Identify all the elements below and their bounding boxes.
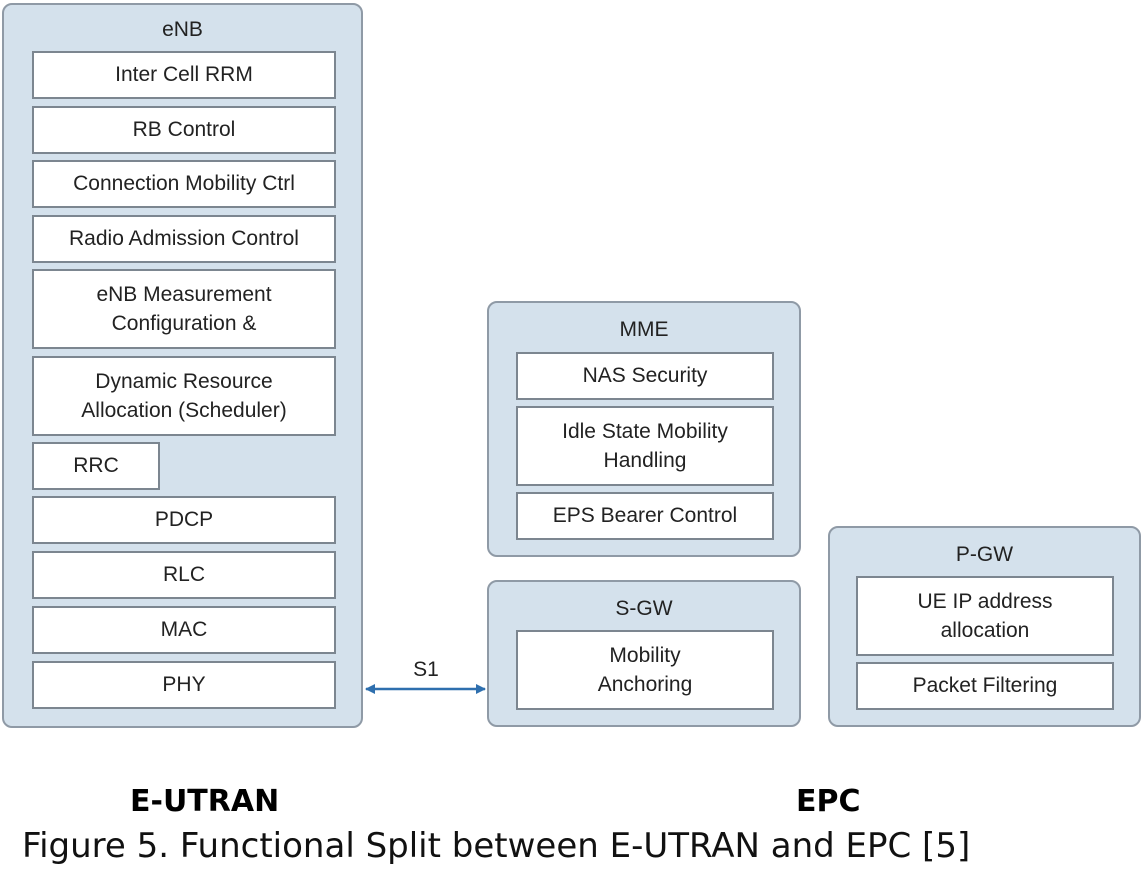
pgw-function-ue-ip-allocation: UE IP address allocation [856, 576, 1114, 656]
sgw-title: S-GW [615, 597, 673, 620]
enb-function-inter-cell-rrm: Inter Cell RRM [32, 51, 336, 99]
sgw-function-mobility-anchoring: Mobility Anchoring [516, 630, 774, 710]
sgw-panel: S-GW Mobility Anchoring [487, 580, 801, 727]
figure-caption: Figure 5. Functional Split between E-UTR… [22, 826, 971, 866]
pgw-function-packet-filtering: Packet Filtering [856, 662, 1114, 710]
mme-function-idle-state-mobility: Idle State Mobility Handling [516, 406, 774, 486]
enb-function-rlc: RLC [32, 551, 336, 599]
enb-function-phy: PHY [32, 661, 336, 709]
pgw-panel: P-GW UE IP address allocation Packet Fil… [828, 526, 1141, 727]
enb-function-measurement-config: eNB Measurement Configuration & [32, 269, 336, 349]
enb-function-pdcp: PDCP [32, 496, 336, 544]
mme-function-nas-security: NAS Security [516, 352, 774, 400]
mme-panel: MME NAS Security Idle State Mobility Han… [487, 301, 801, 557]
enb-function-rrc: RRC [32, 442, 160, 490]
s1-label: S1 [413, 658, 439, 681]
enb-function-rb-control: RB Control [32, 106, 336, 154]
enb-function-radio-admission: Radio Admission Control [32, 215, 336, 263]
eutran-label: E-UTRAN [130, 784, 280, 819]
enb-panel: eNB Inter Cell RRM RB Control Connection… [2, 3, 363, 728]
enb-title: eNB [162, 18, 203, 41]
epc-label: EPC [796, 784, 861, 819]
mme-title: MME [619, 318, 669, 341]
mme-function-eps-bearer-control: EPS Bearer Control [516, 492, 774, 540]
pgw-title: P-GW [955, 543, 1014, 566]
enb-function-connection-mobility: Connection Mobility Ctrl [32, 160, 336, 208]
enb-function-dynamic-resource-allocation: Dynamic Resource Allocation (Scheduler) [32, 356, 336, 436]
enb-function-mac: MAC [32, 606, 336, 654]
